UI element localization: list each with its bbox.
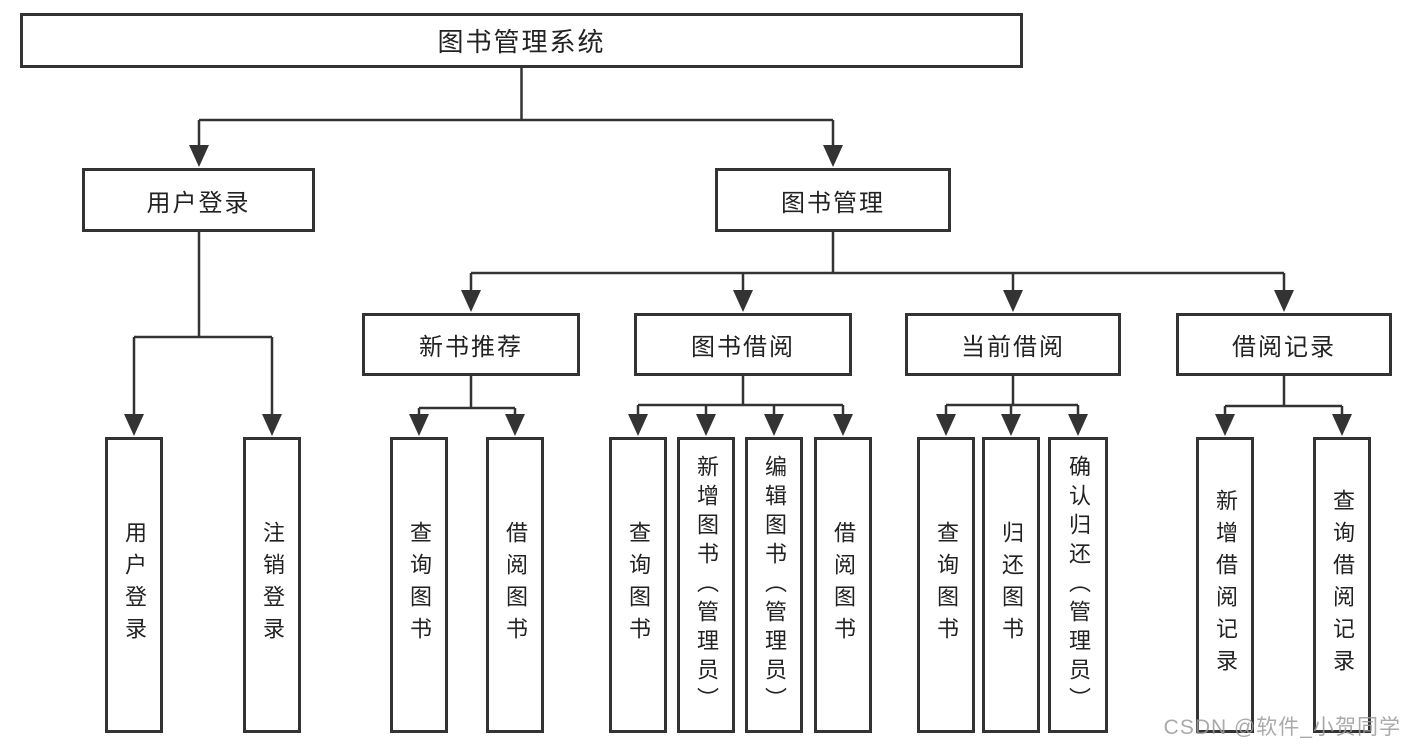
- node-leaf-add-borrow-record: 新增借阅记录: [1196, 437, 1254, 733]
- node-leaf-query-borrow-record-label: 查询借阅记录: [1330, 489, 1355, 681]
- arrowhead: [189, 145, 209, 167]
- arrowhead: [1003, 290, 1023, 312]
- node-leaf-add-books-admin: 新增图书（管理员）: [677, 437, 735, 733]
- node-library-management-system-label: 图书管理系统: [437, 27, 606, 57]
- arrowhead: [409, 414, 429, 436]
- arrowhead: [764, 414, 784, 436]
- node-current-borrowing-label: 当前借阅: [961, 334, 1065, 361]
- connector-root-to-level1: [197, 68, 835, 148]
- node-leaf-borrow-books-borrowing: 借阅图书: [814, 437, 872, 733]
- arrowhead: [1215, 414, 1235, 436]
- node-user-login: 用户登录: [82, 168, 315, 232]
- connector-book-management-to-level2: [469, 232, 1286, 294]
- node-leaf-logout-label: 注销登录: [260, 521, 285, 649]
- node-leaf-query-books-current-label: 查询图书: [934, 521, 959, 649]
- node-leaf-logout: 注销登录: [243, 437, 301, 733]
- node-new-book-recommendation: 新书推荐: [362, 313, 580, 376]
- arrowhead: [1001, 414, 1021, 436]
- node-book-borrowing-label: 图书借阅: [691, 334, 795, 361]
- arrowhead: [628, 414, 648, 436]
- connector-current-borrowing-to-leaves: [944, 376, 1080, 418]
- node-leaf-return-books: 归还图书: [982, 437, 1040, 733]
- node-current-borrowing: 当前借阅: [905, 313, 1121, 376]
- node-leaf-edit-books-admin-label: 编辑图书（管理员）: [762, 454, 787, 716]
- arrowhead: [505, 414, 525, 436]
- node-leaf-query-books-recommend: 查询图书: [390, 437, 448, 733]
- node-leaf-query-books-borrowing-label: 查询图书: [626, 521, 651, 649]
- arrowhead: [461, 290, 481, 312]
- node-leaf-borrow-books-recommend: 借阅图书: [486, 437, 544, 733]
- arrowhead: [124, 414, 144, 436]
- node-leaf-user-login-label: 用户登录: [122, 521, 147, 649]
- node-leaf-confirm-return-admin-label: 确认归还（管理员）: [1066, 454, 1091, 716]
- node-leaf-borrow-books-recommend-label: 借阅图书: [503, 521, 528, 649]
- node-leaf-add-borrow-record-label: 新增借阅记录: [1213, 489, 1238, 681]
- node-leaf-confirm-return-admin: 确认归还（管理员）: [1048, 437, 1108, 733]
- node-leaf-query-books-recommend-label: 查询图书: [407, 521, 432, 649]
- connector-book-borrowing-to-leaves: [636, 376, 845, 418]
- node-leaf-add-books-admin-label: 新增图书（管理员）: [694, 454, 719, 716]
- node-new-book-recommendation-label: 新书推荐: [419, 334, 523, 361]
- node-library-management-system: 图书管理系统: [20, 13, 1023, 68]
- node-leaf-query-borrow-record: 查询借阅记录: [1313, 437, 1371, 733]
- node-leaf-return-books-label: 归还图书: [999, 521, 1024, 649]
- arrowhead: [833, 414, 853, 436]
- connector-user-login-to-leaves: [132, 232, 274, 418]
- node-leaf-query-books-borrowing: 查询图书: [609, 437, 667, 733]
- node-leaf-user-login: 用户登录: [105, 437, 163, 733]
- arrowhead: [1332, 414, 1352, 436]
- node-book-management: 图书管理: [715, 168, 951, 232]
- arrowhead: [1068, 414, 1088, 436]
- node-book-borrowing: 图书借阅: [634, 313, 852, 376]
- connector-borrowing-records-to-leaves: [1223, 376, 1344, 418]
- node-borrowing-records-label: 借阅记录: [1232, 334, 1336, 361]
- node-borrowing-records: 借阅记录: [1176, 313, 1392, 376]
- node-leaf-borrow-books-borrowing-label: 借阅图书: [831, 521, 856, 649]
- connector-new-book-to-leaves: [417, 376, 517, 418]
- watermark-text: CSDN @软件_小贺同学: [1163, 716, 1401, 739]
- arrowheads: [124, 145, 1352, 436]
- arrowhead: [1274, 290, 1294, 312]
- arrowhead: [823, 145, 843, 167]
- arrowhead: [936, 414, 956, 436]
- arrowhead: [733, 290, 753, 312]
- node-leaf-query-books-current: 查询图书: [917, 437, 975, 733]
- connector-paths: [132, 68, 1344, 418]
- node-user-login-label: 用户登录: [146, 189, 251, 217]
- node-leaf-edit-books-admin: 编辑图书（管理员）: [745, 437, 803, 733]
- node-book-management-label: 图书管理: [781, 189, 885, 217]
- arrowhead: [696, 414, 716, 436]
- arrowhead: [262, 414, 282, 436]
